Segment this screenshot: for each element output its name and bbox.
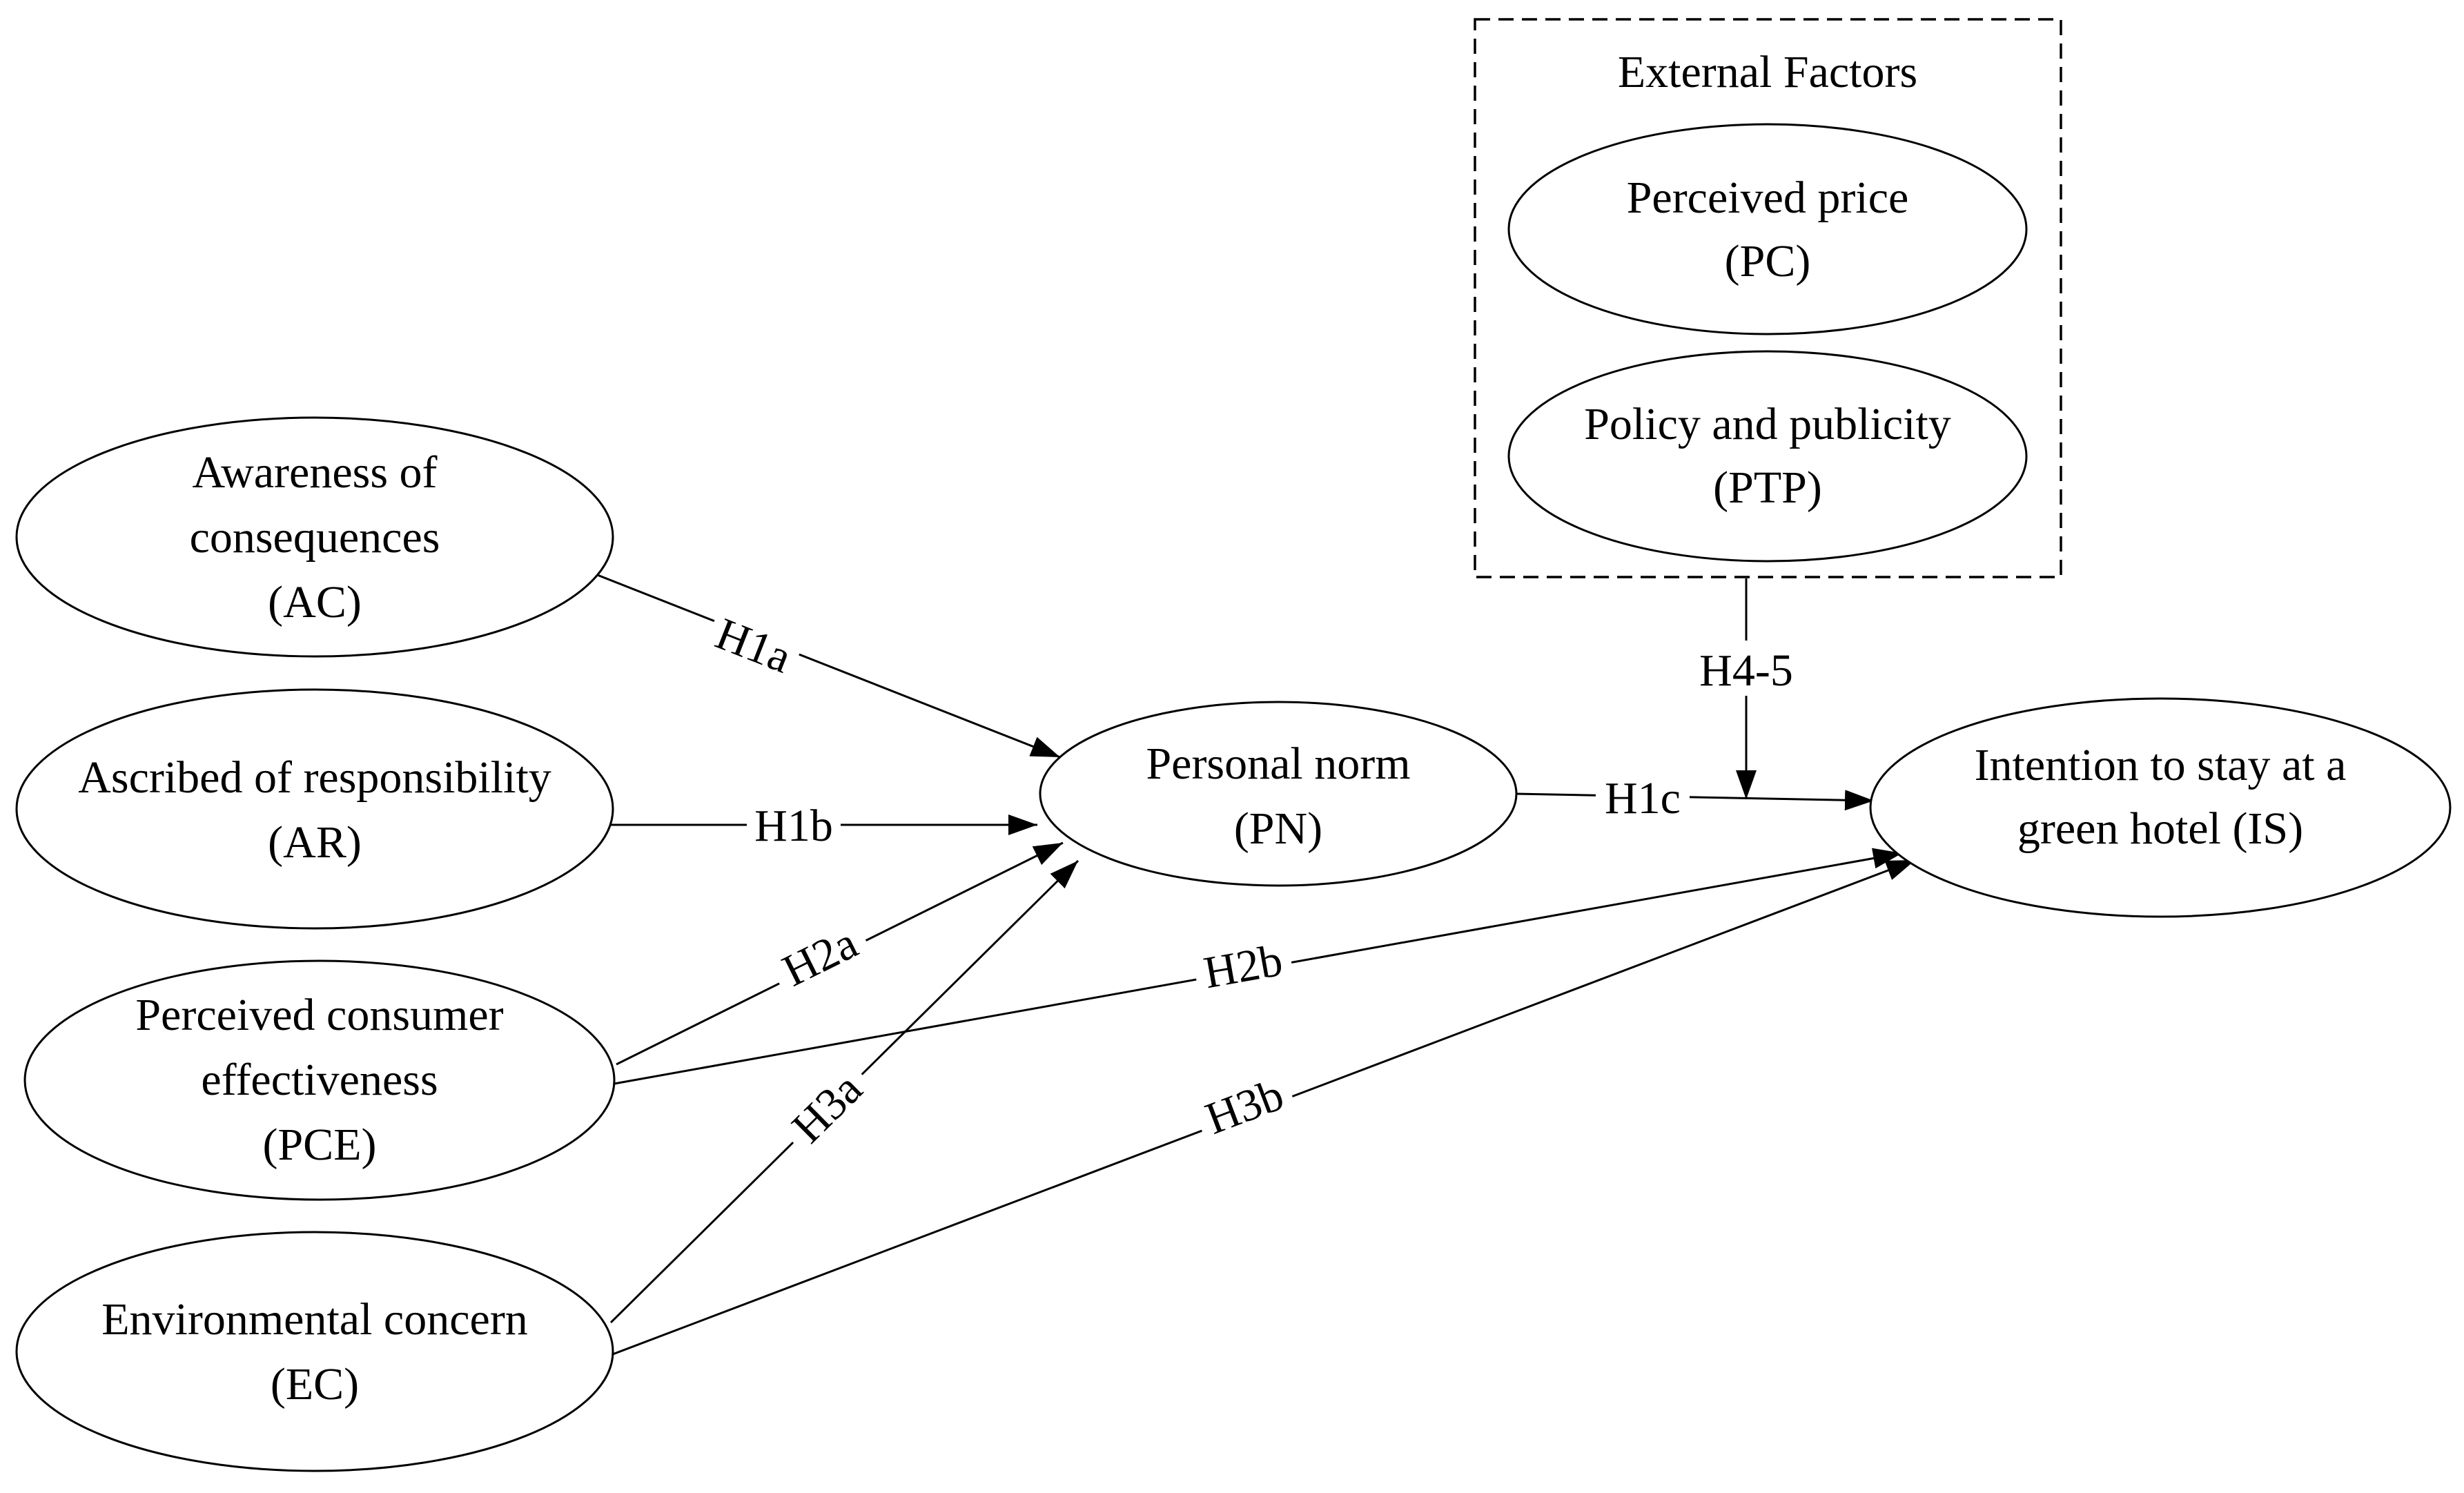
node-ptp-line1: Policy and publicity — [1584, 399, 1951, 449]
node-ec: Environmental concern (EC) — [15, 1231, 614, 1472]
node-pc: Perceived price (PC) — [1507, 123, 2028, 335]
node-ac-line2: consequences — [190, 512, 440, 563]
node-ec-line2: (EC) — [271, 1359, 359, 1409]
external-factors-box — [1474, 18, 2062, 578]
edge-label-h3b: H3b — [1199, 1069, 1290, 1144]
node-pce-line2: effectiveness — [201, 1055, 438, 1105]
external-factors-title: External Factors — [1618, 47, 1917, 97]
node-is: Intention to stay at a green hotel (IS) — [1869, 697, 2452, 918]
node-ac-line1: Awareness of — [193, 447, 438, 498]
edge-label-h45: H4-5 — [1699, 645, 1793, 696]
node-pn-line1: Personal norm — [1146, 739, 1410, 789]
node-ac: Awareness of consequences (AC) — [15, 416, 614, 658]
node-pn-line2: (PN) — [1234, 803, 1322, 854]
node-ar-line1: Ascribed of responsibility — [78, 752, 551, 803]
node-ptp-line2: (PTP) — [1713, 462, 1822, 513]
node-ar-line2: (AR) — [268, 817, 362, 868]
node-pc-line1: Perceived price — [1627, 173, 1909, 223]
node-pce: Perceived consumer effectiveness (PCE) — [23, 959, 616, 1201]
node-ac-line3: (AC) — [268, 577, 362, 627]
node-ar: Ascribed of responsibility (AR) — [15, 688, 614, 930]
node-is-line1: Intention to stay at a — [1975, 740, 2347, 790]
edge-h1c-line — [1515, 790, 1875, 811]
node-pce-line1: Perceived consumer — [135, 990, 503, 1040]
edge-h1a-line — [595, 573, 1061, 759]
node-ec-line1: Environmental concern — [101, 1294, 528, 1345]
node-pce-line3: (PCE) — [263, 1120, 377, 1170]
edge-label-h1b: H1b — [754, 801, 833, 851]
external-factors-group: External Factors — [1474, 18, 2062, 578]
node-is-line2: green hotel (IS) — [2017, 803, 2303, 854]
node-pc-line2: (PC) — [1725, 236, 1811, 286]
node-ptp: Policy and publicity (PTP) — [1507, 350, 2028, 563]
node-pn: Personal norm (PN) — [1039, 701, 1518, 887]
edge-label-h1c: H1c — [1605, 773, 1681, 823]
